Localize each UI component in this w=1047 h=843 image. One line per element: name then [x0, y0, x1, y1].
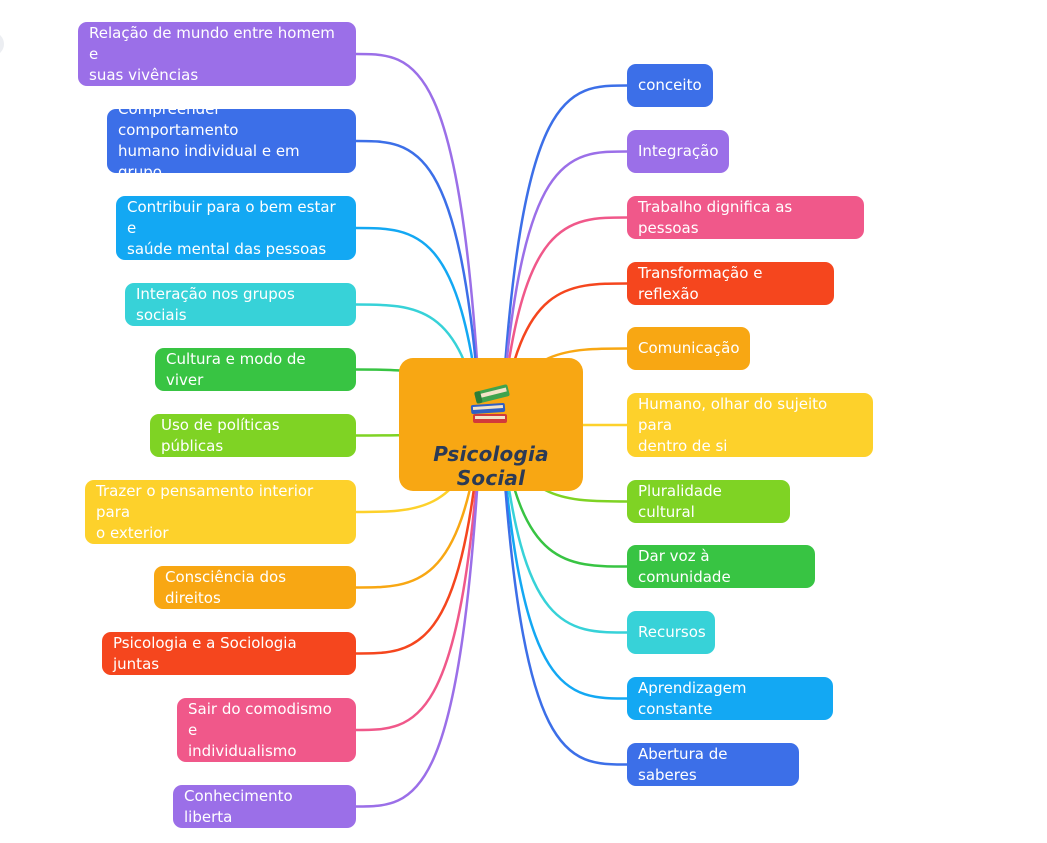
branch-label: Conhecimento liberta — [184, 786, 293, 826]
connector-right-10 — [499, 423, 629, 700]
connector-right-3 — [499, 216, 629, 426]
branch-label: Uso de políticas públicas — [161, 415, 280, 455]
branch-left-10[interactable]: Sair do comodismo e individualismo — [177, 698, 356, 762]
branch-left-11[interactable]: Conhecimento liberta — [173, 785, 356, 828]
branch-label: Integração — [638, 142, 719, 160]
branch-label: Pluralidade cultural — [638, 481, 722, 521]
branch-right-10[interactable]: Aprendizagem constante — [627, 677, 833, 720]
branch-label: conceito — [638, 76, 702, 94]
branch-label: Sair do comodismo e individualismo — [188, 699, 332, 760]
branch-label: Cultura e modo de viver — [166, 349, 306, 389]
connector-right-1 — [499, 84, 629, 426]
branch-label: Abertura de saberes — [638, 744, 728, 784]
branch-left-6[interactable]: Uso de políticas públicas — [150, 414, 356, 457]
branch-left-4[interactable]: Interação nos grupos sociais — [125, 283, 356, 326]
branch-label: Trazer o pensamento interior para o exte… — [96, 481, 314, 542]
connector-right-9 — [499, 423, 629, 634]
branch-right-5[interactable]: Comunicação — [627, 327, 750, 370]
branch-label: Dar voz à comunidade — [638, 546, 731, 586]
branch-right-2[interactable]: Integração — [627, 130, 729, 173]
connector-left-2 — [354, 139, 483, 426]
central-topic[interactable]: Psicologia Social — [399, 358, 583, 491]
connector-left-9 — [354, 423, 483, 655]
connector-right-11 — [499, 423, 629, 766]
branch-right-4[interactable]: Transformação e reflexão — [627, 262, 834, 305]
connector-left-1 — [354, 52, 483, 426]
books-icon — [470, 384, 510, 423]
connector-right-2 — [499, 150, 629, 426]
branch-left-1[interactable]: Relação de mundo entre homem e suas vivê… — [78, 22, 356, 86]
branch-label: Transformação e reflexão — [638, 263, 763, 303]
branch-label: Relação de mundo entre homem e suas vivê… — [89, 23, 335, 84]
branch-right-6[interactable]: Humano, olhar do sujeito para dentro de … — [627, 393, 873, 457]
branch-left-7[interactable]: Trazer o pensamento interior para o exte… — [85, 480, 356, 544]
branch-right-8[interactable]: Dar voz à comunidade — [627, 545, 815, 588]
branch-label: Aprendizagem constante — [638, 678, 747, 718]
branch-left-9[interactable]: Psicologia e a Sociologia juntas — [102, 632, 356, 675]
branch-left-8[interactable]: Consciência dos direitos — [154, 566, 356, 609]
central-title: Psicologia Social — [433, 442, 549, 490]
branch-right-7[interactable]: Pluralidade cultural — [627, 480, 790, 523]
branch-label: Interação nos grupos sociais — [136, 284, 295, 324]
connector-left-3 — [354, 226, 483, 426]
branch-label: Psicologia e a Sociologia juntas — [113, 633, 297, 673]
branch-label: Humano, olhar do sujeito para dentro de … — [638, 394, 828, 455]
branch-label: Trabalho dignifica as pessoas — [638, 197, 793, 237]
branch-right-3[interactable]: Trabalho dignifica as pessoas — [627, 196, 864, 239]
branch-left-5[interactable]: Cultura e modo de viver — [155, 348, 356, 391]
branch-right-1[interactable]: conceito — [627, 64, 713, 107]
branch-label: Consciência dos direitos — [165, 567, 287, 607]
branch-right-11[interactable]: Abertura de saberes — [627, 743, 799, 786]
branch-label: Contribuir para o bem estar e saúde ment… — [127, 197, 336, 258]
branch-label: Recursos — [638, 623, 706, 641]
branch-left-3[interactable]: Contribuir para o bem estar e saúde ment… — [116, 196, 356, 260]
branch-label: Comunicação — [638, 339, 740, 357]
branch-right-9[interactable]: Recursos — [627, 611, 715, 654]
branch-label: Compreender comportamento humano individ… — [118, 100, 300, 181]
edge-tab — [0, 32, 4, 56]
branch-left-2[interactable]: Compreender comportamento humano individ… — [107, 100, 356, 181]
connector-left-10 — [354, 423, 483, 732]
connector-left-11 — [354, 423, 483, 808]
